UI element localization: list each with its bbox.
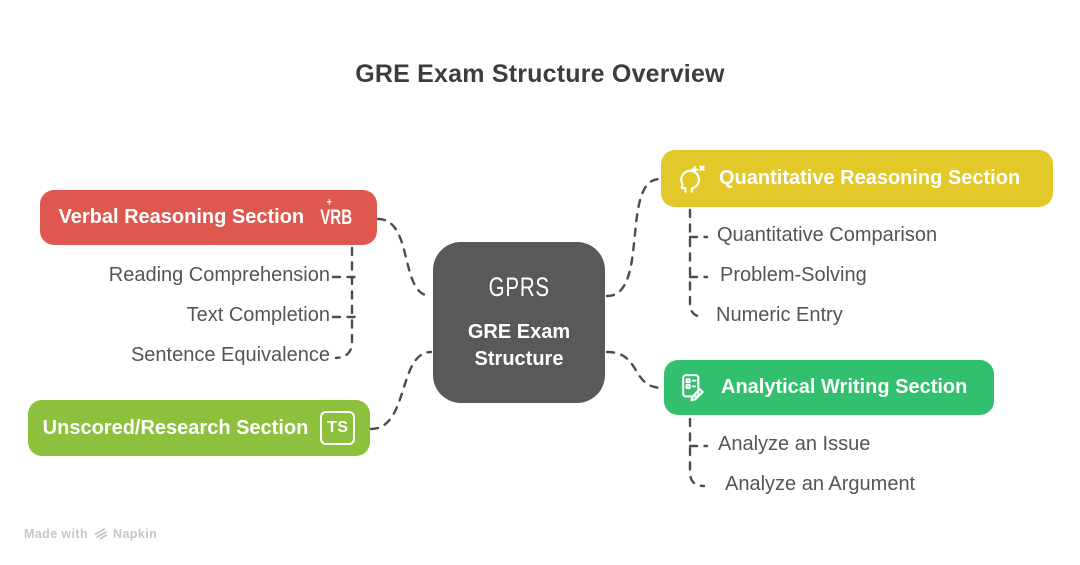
- center-abbr: GPRS: [488, 272, 550, 302]
- center-label: GRE Exam Structure: [467, 321, 571, 370]
- node-analytical-writing: Analytical Writing Section: [664, 360, 994, 415]
- made-with-napkin-watermark: Made with Napkin: [24, 526, 157, 541]
- node-verbal-label: Verbal Reasoning Section: [58, 206, 305, 228]
- sub-item-problem-solving: Problem-Solving: [720, 264, 867, 286]
- sub-item-reading-comprehension: Reading Comprehension: [108, 264, 330, 286]
- connector-verbal-children-trunk: [334, 246, 354, 360]
- connector-writing-children-trunk: [688, 417, 706, 488]
- watermark-prefix: Made with: [24, 526, 89, 541]
- sub-item-analyze-argument: Analyze an Argument: [725, 473, 916, 495]
- node-unscored-label: Unscored/Research Section: [42, 416, 309, 439]
- vrb-text-icon: VRB +: [320, 194, 353, 229]
- connector-center-quant: [605, 177, 662, 298]
- connector-unscored-center: [369, 350, 433, 431]
- node-verbal-reasoning: Verbal Reasoning Section VRB +: [40, 190, 377, 245]
- connector-verbal-center: [376, 217, 433, 298]
- document-pencil-icon: [682, 374, 704, 402]
- head-sparkles-icon: [680, 164, 705, 193]
- center-node-gre-exam-structure: GPRS GRE Exam Structure: [433, 242, 605, 403]
- node-unscored-research: Unscored/Research Section TS: [28, 400, 370, 456]
- vrb-plus-mark: +: [326, 194, 332, 209]
- node-quant-label: Quantitative Reasoning Section: [719, 167, 1021, 189]
- sub-item-analyze-issue: Analyze an Issue: [718, 433, 871, 455]
- node-quantitative-reasoning: Quantitative Reasoning Section: [661, 150, 1053, 207]
- connector-center-writing: [605, 350, 665, 390]
- napkin-logo-icon: [94, 528, 108, 540]
- sub-item-numeric-entry: Numeric Entry: [716, 304, 843, 326]
- watermark-brand: Napkin: [113, 526, 158, 541]
- page-title: GRE Exam Structure Overview: [355, 60, 725, 88]
- sub-item-quantitative-comparison: Quantitative Comparison: [717, 224, 938, 246]
- node-writing-label: Analytical Writing Section: [721, 376, 968, 398]
- connector-quant-children-trunk: [688, 208, 706, 319]
- sub-item-sentence-equivalence: Sentence Equivalence: [130, 344, 330, 366]
- ts-badge-icon: TS: [320, 411, 356, 445]
- sub-item-text-completion: Text Completion: [186, 304, 330, 326]
